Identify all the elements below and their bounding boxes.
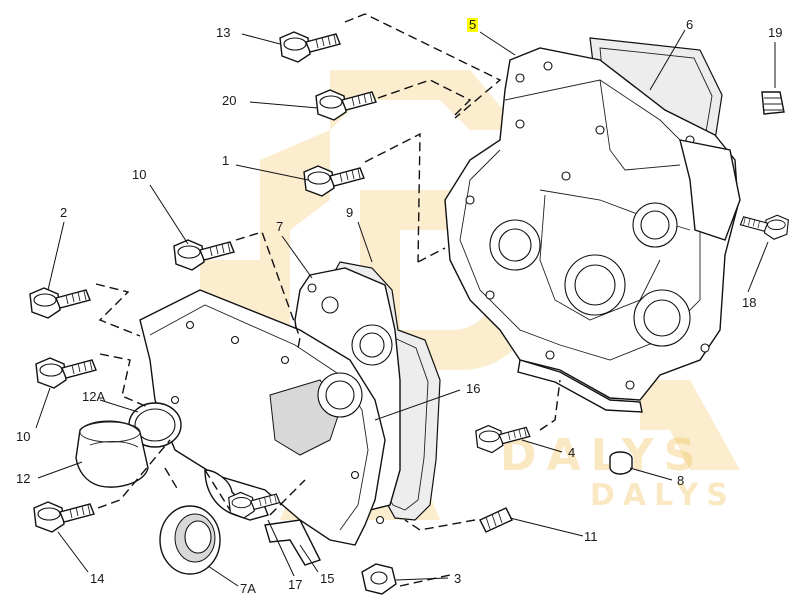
callout-16: 16 (466, 381, 481, 396)
bolt-4 (475, 424, 531, 454)
callout-19: 19 (768, 25, 783, 40)
callout-12: 12 (16, 471, 31, 486)
callout-1: 1 (222, 153, 230, 168)
housing-boss-right (679, 139, 741, 241)
bolt-18 (739, 214, 789, 240)
callout-12A: 12A (82, 389, 106, 404)
bolt-13 (279, 31, 341, 63)
bolt-14 (33, 501, 95, 533)
housing-flange-lower (517, 359, 643, 413)
callout-6: 6 (686, 17, 694, 32)
callout-4: 4 (568, 445, 576, 460)
cap-12 (75, 420, 149, 488)
callout-2: 2 (60, 205, 68, 220)
callout-17: 17 (288, 577, 303, 592)
bolt-10-lower (35, 357, 97, 389)
alignment-lines (95, 13, 561, 587)
callout-8: 8 (677, 473, 685, 488)
callout-10-upper: 10 (132, 167, 147, 182)
callout-13: 13 (216, 25, 231, 40)
callout-7: 7 (276, 219, 284, 234)
bolt-2 (29, 287, 91, 319)
callout-3: 3 (454, 571, 462, 586)
callout-7A: 7A (240, 581, 256, 596)
callout-11: 11 (584, 529, 598, 544)
callout-14: 14 (90, 571, 105, 586)
callout-9: 9 (346, 205, 354, 220)
callout-10-lower: 10 (16, 429, 31, 444)
callout-5: 5 (467, 17, 479, 32)
stud-11 (479, 507, 513, 533)
bolt-10-upper (173, 239, 235, 271)
callout-20: 20 (222, 93, 237, 108)
callout-15: 15 (320, 571, 335, 586)
callout-18: 18 (742, 295, 757, 310)
bolt-1 (303, 165, 365, 197)
plug-19 (761, 91, 785, 115)
leader-lines (35, 29, 776, 587)
bolt-20 (315, 89, 377, 121)
dowel-8 (609, 451, 633, 475)
